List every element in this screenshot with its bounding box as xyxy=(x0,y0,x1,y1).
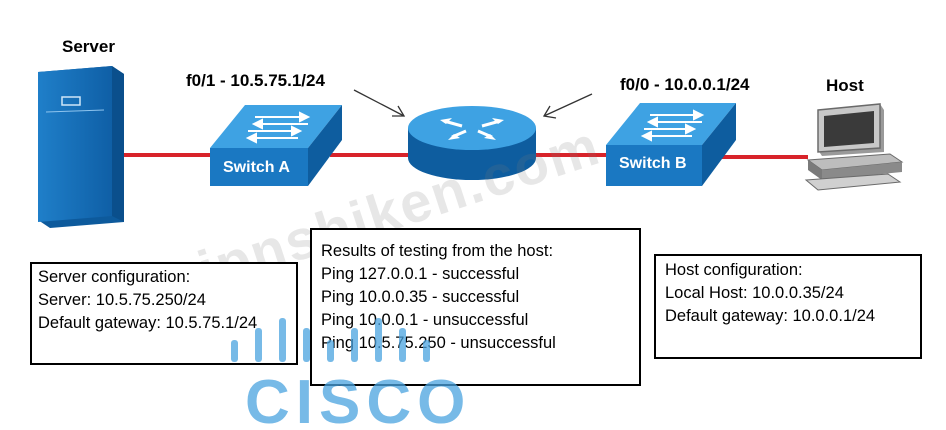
network-links xyxy=(122,153,808,159)
switch-a-label: Switch A xyxy=(223,159,290,176)
svg-text:CISCO: CISCO xyxy=(245,368,471,428)
server-config-line: Default gateway: 10.5.75.1/24 xyxy=(38,314,258,332)
host-computer-icon xyxy=(804,103,904,191)
switch-a-icon: Switch A xyxy=(210,105,342,186)
host-label: Host xyxy=(826,76,864,95)
server-config-title: Server configuration: xyxy=(38,268,191,286)
host-config-title: Host configuration: xyxy=(665,261,803,279)
test-result-line: Ping 127.0.0.1 - successful xyxy=(321,265,520,283)
test-results-box: Results of testing from the host: Ping 1… xyxy=(310,228,641,386)
interface-arrows xyxy=(353,89,593,119)
host-config-box: Host configuration: Local Host: 10.0.0.3… xyxy=(654,254,922,359)
router-icon xyxy=(408,106,536,180)
cisco-logo: CISCO xyxy=(231,318,471,428)
server-config-box: Server configuration: Server: 10.5.75.25… xyxy=(30,262,298,365)
switch-b-label: Switch B xyxy=(619,155,687,172)
host-config-line: Local Host: 10.0.0.35/24 xyxy=(665,284,844,302)
server-config-line: Server: 10.5.75.250/24 xyxy=(38,291,206,309)
router-f00-label: f0/0 - 10.0.0.1/24 xyxy=(620,75,750,94)
arrow-f01 xyxy=(353,89,405,117)
test-result-line: Ping 10.0.0.1 - unsuccessful xyxy=(321,311,529,329)
server-icon xyxy=(38,66,124,228)
router-f01-label: f0/1 - 10.5.75.1/24 xyxy=(186,71,325,90)
test-result-line: Ping 10.0.0.35 - successful xyxy=(321,288,520,306)
arrow-f00 xyxy=(543,93,593,117)
test-results-title: Results of testing from the host: xyxy=(321,242,554,260)
server-label: Server xyxy=(62,37,115,56)
host-config-line: Default gateway: 10.0.0.1/24 xyxy=(665,307,876,325)
switch-b-icon: Switch B xyxy=(606,103,736,186)
